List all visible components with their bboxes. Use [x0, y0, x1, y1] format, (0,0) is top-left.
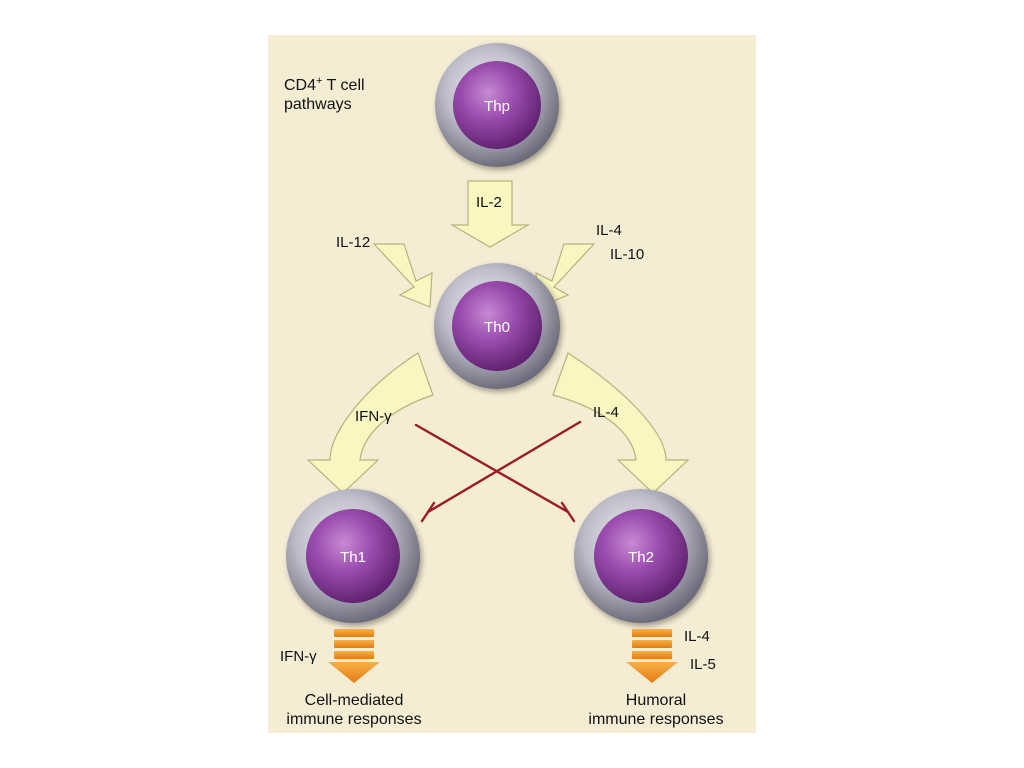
diagram-title-line2: pathways [284, 96, 352, 113]
inhibition-il4-to-th2 [414, 423, 570, 514]
label-il2: IL-2 [476, 194, 502, 211]
cell-th2 [574, 489, 708, 623]
th0-nucleus [452, 281, 542, 371]
cell-label-thp: Thp [484, 98, 510, 115]
th2-nucleus [594, 509, 688, 603]
label-il4-output: IL-4 [684, 628, 710, 645]
thp-nucleus [453, 61, 541, 149]
cell-thp [435, 43, 559, 167]
inhibition-bar-left [420, 501, 436, 523]
cell-th1 [286, 489, 420, 623]
outcome-cell-mediated-line1: Cell-mediated [305, 692, 404, 709]
output-arrow-th2 [626, 629, 678, 683]
arrow-th0-to-th1 [306, 352, 434, 494]
label-ifn-gamma-mid: IFN-γ [355, 408, 392, 425]
label-il10: IL-10 [610, 246, 644, 263]
output-arrow-th1 [328, 629, 380, 683]
inhibition-bar-right [560, 501, 576, 523]
figure-panel: CD4+ T cell pathways Thp Th0 Th1 [268, 35, 756, 733]
outcome-humoral-line1: Humoral [626, 692, 686, 709]
pathway-diagram: CD4+ T cell pathways Thp Th0 Th1 [280, 43, 724, 728]
th1-nucleus [306, 509, 400, 603]
outcome-cell-mediated-line2: immune responses [286, 711, 421, 728]
cell-label-th0: Th0 [484, 319, 510, 336]
cell-label-th1: Th1 [340, 549, 366, 566]
inhibition-cross [414, 420, 582, 523]
arrow-il2 [449, 180, 531, 248]
arrow-th0-to-th2 [552, 352, 690, 494]
label-il5-output: IL-5 [690, 656, 716, 673]
cell-label-th2: Th2 [628, 549, 654, 566]
label-ifn-gamma-output: IFN-γ [280, 648, 317, 665]
arrow-il12 [372, 243, 433, 308]
outcome-humoral-line2: immune responses [588, 711, 723, 728]
inhibition-ifn-to-th1 [426, 420, 582, 514]
label-il12: IL-12 [336, 234, 370, 251]
diagram-title-line1: CD4+ T cell [284, 75, 365, 94]
cell-th0 [434, 263, 560, 389]
label-il4-top: IL-4 [596, 222, 622, 239]
label-il4-mid: IL-4 [593, 404, 619, 421]
